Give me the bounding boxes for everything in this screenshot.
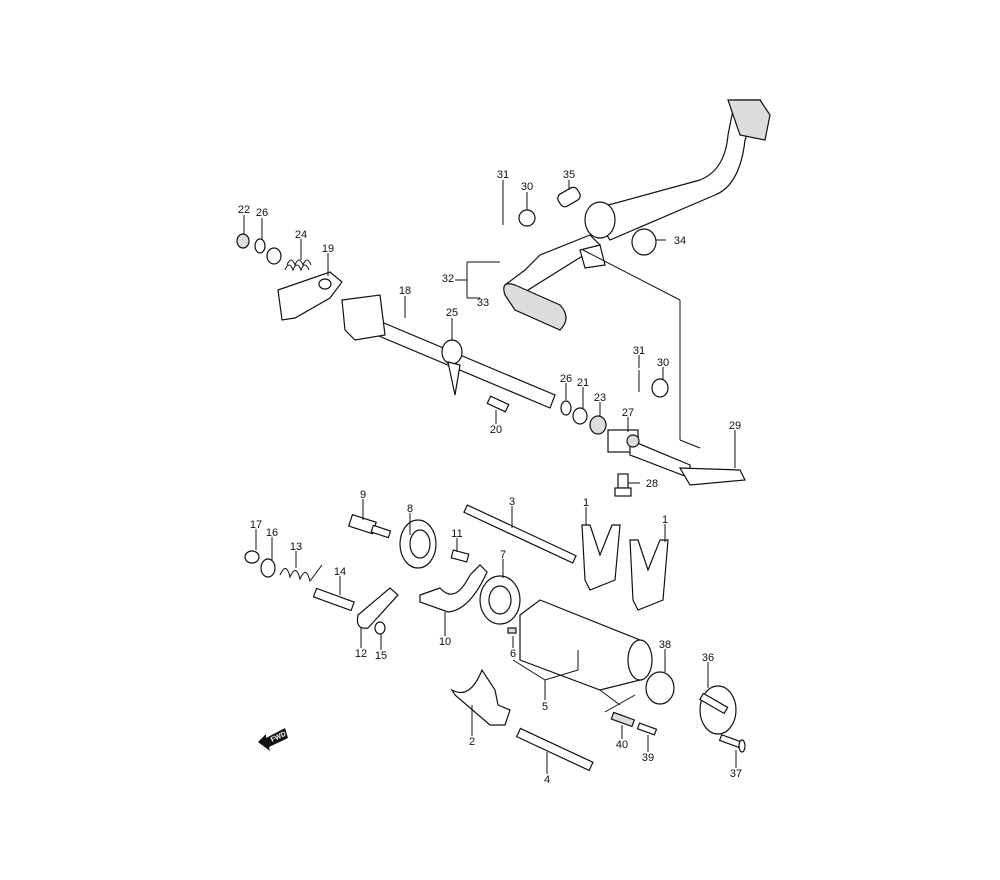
shift-arm-plate [277, 271, 343, 321]
callout-13: 13 [290, 541, 302, 553]
bush-30b [651, 378, 669, 398]
leader-lines [243, 180, 737, 774]
washer-15 [374, 621, 386, 635]
stopper-plate-10 [419, 564, 488, 613]
screw-37 [718, 733, 746, 753]
spring-13 [279, 564, 323, 583]
callout-25: 25 [446, 307, 458, 319]
callout-24: 24 [295, 229, 307, 241]
callout-14: 14 [334, 566, 346, 578]
washer-26a-2 [266, 247, 282, 265]
pin-6 [507, 627, 517, 634]
shaft-4 [515, 727, 594, 772]
callout-29: 29 [729, 420, 741, 432]
pedal-bush [518, 209, 536, 227]
pin-9 [347, 513, 392, 539]
shift-link-arm [607, 429, 691, 479]
bolt-28 [614, 473, 632, 497]
callout-11: 11 [451, 528, 462, 540]
seal-23 [589, 415, 607, 435]
callout-5: 5 [542, 701, 548, 713]
bolt-14 [312, 587, 355, 612]
callout-4: 4 [544, 774, 550, 786]
callout-22: 22 [238, 204, 250, 216]
pedal-washer [631, 228, 657, 256]
callout-15: 15 [375, 650, 387, 662]
shift-fork-1a [581, 524, 621, 591]
callout-31: 31 [497, 169, 509, 181]
bolt-11 [450, 549, 470, 563]
callout-31: 31 [633, 345, 645, 357]
callout-3: 3 [509, 496, 515, 508]
callout-40: 40 [616, 739, 628, 751]
gearshift-shaft [341, 294, 556, 409]
washer-21 [572, 407, 588, 425]
callout-38: 38 [659, 639, 671, 651]
cam-guide-36 [699, 685, 737, 735]
shift-rod-29 [678, 467, 746, 486]
callout-19: 19 [322, 243, 334, 255]
callout-36: 36 [702, 652, 714, 664]
callout-39: 39 [642, 752, 654, 764]
gearshift-cam-5 [519, 599, 653, 691]
callout-2: 2 [469, 736, 475, 748]
callout-21: 21 [577, 377, 589, 389]
callout-37: 37 [730, 768, 742, 780]
callout-labels: 31 30 35 34 22 26 24 19 32 33 18 25 31 3… [238, 169, 742, 786]
callout-17: 17 [250, 519, 262, 531]
bolt-20 [486, 395, 510, 413]
callout-7: 7 [500, 549, 506, 561]
callout-33: 33 [477, 297, 489, 309]
o-ring-38 [645, 671, 675, 705]
callout-32: 32 [442, 273, 454, 285]
pedal-ring [557, 186, 581, 208]
callout-23: 23 [594, 392, 606, 404]
collar-22 [236, 233, 250, 249]
shaft-3 [463, 504, 577, 564]
callout-26: 26 [256, 207, 268, 219]
washer-26a [254, 238, 266, 254]
callout-9: 9 [360, 489, 366, 501]
pin-39 [636, 722, 658, 736]
callout-35: 35 [563, 169, 575, 181]
callout-1: 1 [662, 514, 668, 526]
callout-6: 6 [510, 648, 516, 660]
callout-30: 30 [657, 357, 669, 369]
callout-12: 12 [355, 648, 367, 660]
callout-1: 1 [583, 497, 589, 509]
washer-16 [260, 558, 276, 578]
callout-16: 16 [266, 527, 278, 539]
stopper-nut-17 [244, 550, 260, 564]
stopper-arm-12 [356, 587, 399, 629]
cam-stopper-8 [399, 519, 437, 569]
shift-pedal [503, 99, 771, 296]
callout-8: 8 [407, 503, 413, 515]
pedal-rubber [503, 283, 567, 331]
callout-30: 30 [521, 181, 533, 193]
shift-fork-1b [629, 539, 669, 611]
callout-34: 34 [674, 235, 686, 247]
callout-20: 20 [490, 424, 502, 436]
callout-26: 26 [560, 373, 572, 385]
callout-10: 10 [439, 636, 451, 648]
forward-arrow-icon: FWD [258, 728, 288, 751]
spring-24 [284, 259, 312, 272]
callout-18: 18 [399, 285, 411, 297]
shift-fork-2 [450, 668, 511, 726]
washer-26b [560, 400, 572, 416]
spring-40 [610, 711, 636, 728]
callout-28: 28 [646, 478, 658, 490]
bearing-7 [479, 575, 521, 625]
callout-27: 27 [622, 407, 634, 419]
